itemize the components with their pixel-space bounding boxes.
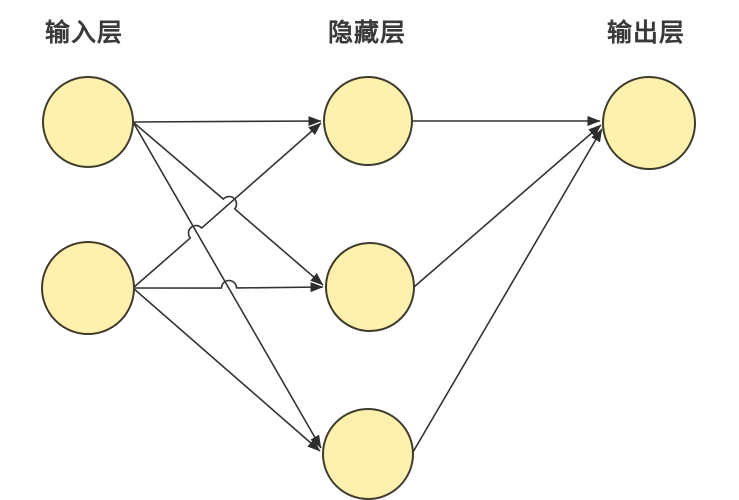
- node-input-2: [41, 241, 135, 335]
- edge-input-2-to-hidden-3: [132, 287, 321, 452]
- node-hidden-2: [325, 242, 415, 332]
- edge-input-1-to-hidden-1: [132, 116, 322, 127]
- edge-input-2-to-hidden-2: [132, 279, 324, 293]
- node-hidden-3: [322, 408, 414, 500]
- node-input-1: [42, 76, 134, 168]
- edge-hidden-2-to-output-1: [413, 124, 602, 288]
- edge-input-1-to-hidden-3: [132, 121, 322, 449]
- edge-input-1-to-hidden-2: [132, 121, 324, 286]
- node-hidden-1: [323, 76, 413, 166]
- layer-label-hidden: 隐藏层: [328, 18, 407, 47]
- layer-label-output: 输出层: [607, 18, 686, 47]
- edge-input-2-to-hidden-1: [132, 122, 322, 289]
- edge-hidden-3-to-output-1: [412, 128, 603, 453]
- layer-label-input: 输入层: [45, 18, 124, 47]
- node-output-1: [602, 76, 696, 170]
